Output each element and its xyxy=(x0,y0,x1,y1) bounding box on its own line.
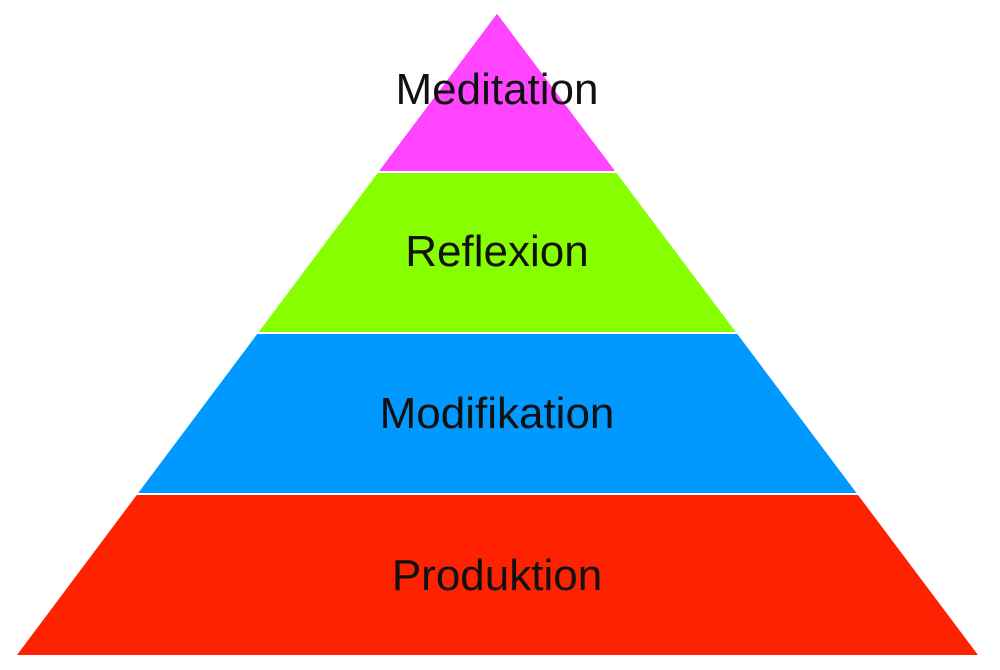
pyramid-tiers xyxy=(13,10,982,657)
tier-label-produktion: Produktion xyxy=(392,551,602,600)
tier-produktion xyxy=(13,493,982,657)
pyramid-labels: Meditation Reflexion Modifikation Produk… xyxy=(380,65,615,600)
tier-label-meditation: Meditation xyxy=(395,65,598,114)
tier-label-reflexion: Reflexion xyxy=(405,227,588,276)
tier-label-modifikation: Modifikation xyxy=(380,389,615,438)
